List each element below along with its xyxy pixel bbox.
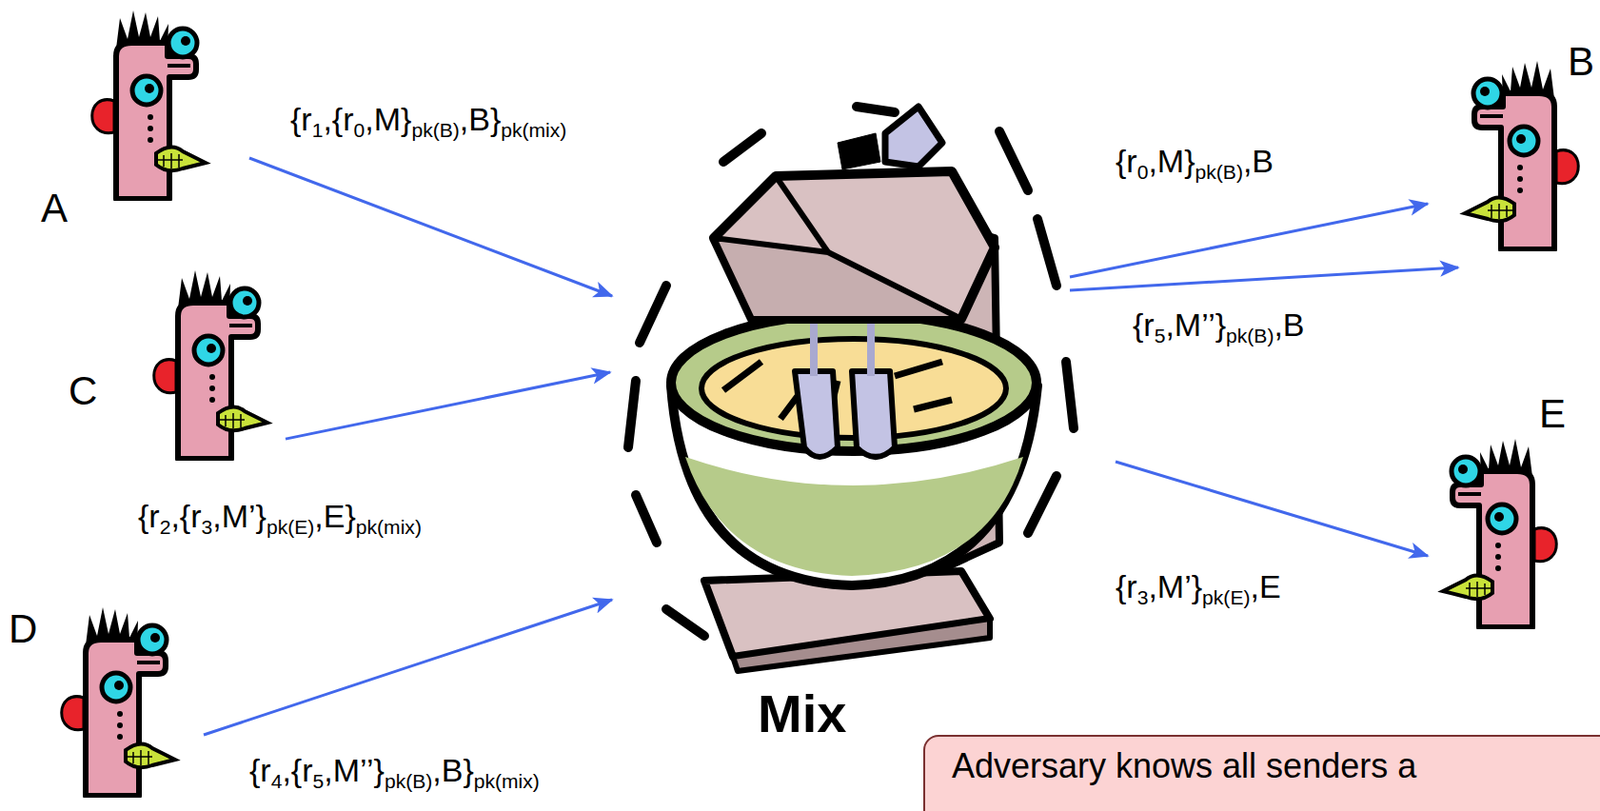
party-name: A (40, 188, 68, 229)
message-arrow (1069, 203, 1428, 277)
message-label: {r2,{r3,M’}pk(E),E}pk(mix) (138, 497, 422, 535)
message-label: {r4,{r5,M’’}pk(B),B}pk(mix) (249, 751, 540, 790)
person-figure (154, 270, 268, 459)
person-figure (92, 10, 206, 199)
party-node: E (1432, 390, 1585, 633)
message-label: {r0,M}pk(B),B (1115, 142, 1274, 180)
message-arrow (1069, 267, 1459, 291)
message-arrow (249, 158, 613, 297)
party-name: B (1567, 41, 1595, 82)
mixer-drawing (628, 106, 1074, 672)
party-name: D (8, 609, 38, 650)
message-label: {r5,M’’}pk(B),B (1132, 306, 1305, 344)
party-node: D (4, 605, 196, 801)
mix-node: Mix (618, 95, 1067, 752)
message-label: {r1,{r0,M}pk(B),B}pk(mix) (290, 100, 567, 139)
message-arrow (1115, 461, 1428, 556)
mix-label: Mix (757, 687, 847, 741)
person-figure (61, 607, 176, 796)
party-node: A (33, 9, 224, 234)
party-name: E (1539, 394, 1566, 435)
message-label: {r3,M’}pk(E),E (1115, 568, 1282, 606)
party-node: C (61, 266, 286, 467)
party-name: C (68, 371, 98, 412)
person-figure (1464, 60, 1579, 250)
message-arrow (203, 599, 613, 735)
note-text: Adversary knows all senders a (925, 736, 1600, 787)
party-node: B (1451, 38, 1599, 262)
message-arrow (285, 372, 611, 439)
person-figure (1442, 438, 1557, 628)
note-box: Adversary knows all senders a (923, 734, 1600, 811)
